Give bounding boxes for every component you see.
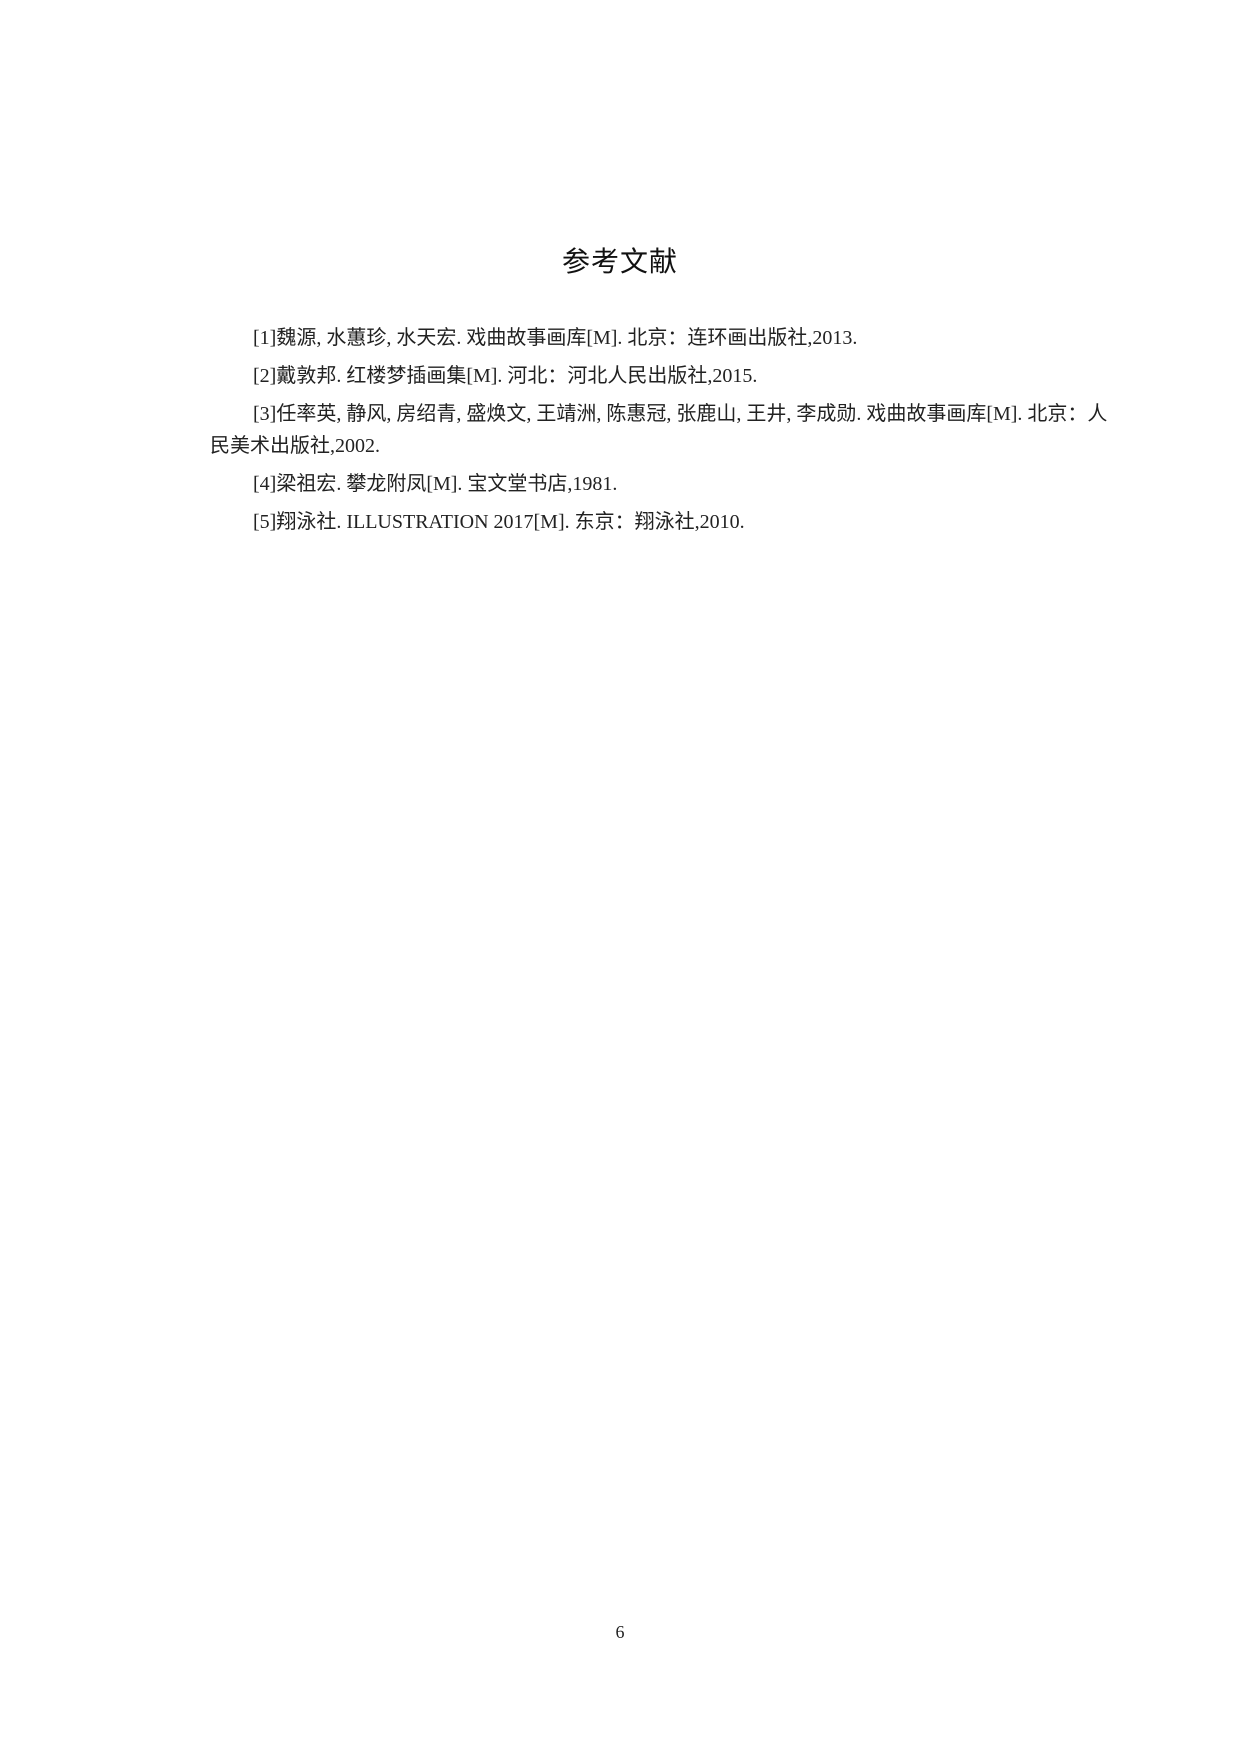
reference-item: [1]魏源, 水蕙珍, 水天宏. 戏曲故事画库[M]. 北京：连环画出版社,20… xyxy=(253,327,858,349)
reference-list: [1]魏源, 水蕙珍, 水天宏. 戏曲故事画库[M]. 北京：连环画出版社,20… xyxy=(210,322,1115,544)
reference-item: [5]翔泳社. ILLUSTRATION 2017[M]. 东京：翔泳社,201… xyxy=(253,511,745,533)
reference-item: [3]任率英, 静风, 房绍青, 盛焕文, 王靖洲, 陈惠冠, 张鹿山, 王井,… xyxy=(210,403,1108,457)
page-title: 参考文献 xyxy=(561,245,678,278)
page-number: 6 xyxy=(615,1622,625,1642)
reference-item: [4]梁祖宏. 攀龙附凤[M]. 宝文堂书店,1981. xyxy=(253,473,618,495)
reference-item: [2]戴敦邦. 红楼梦插画集[M]. 河北：河北人民出版社,2015. xyxy=(253,365,758,387)
